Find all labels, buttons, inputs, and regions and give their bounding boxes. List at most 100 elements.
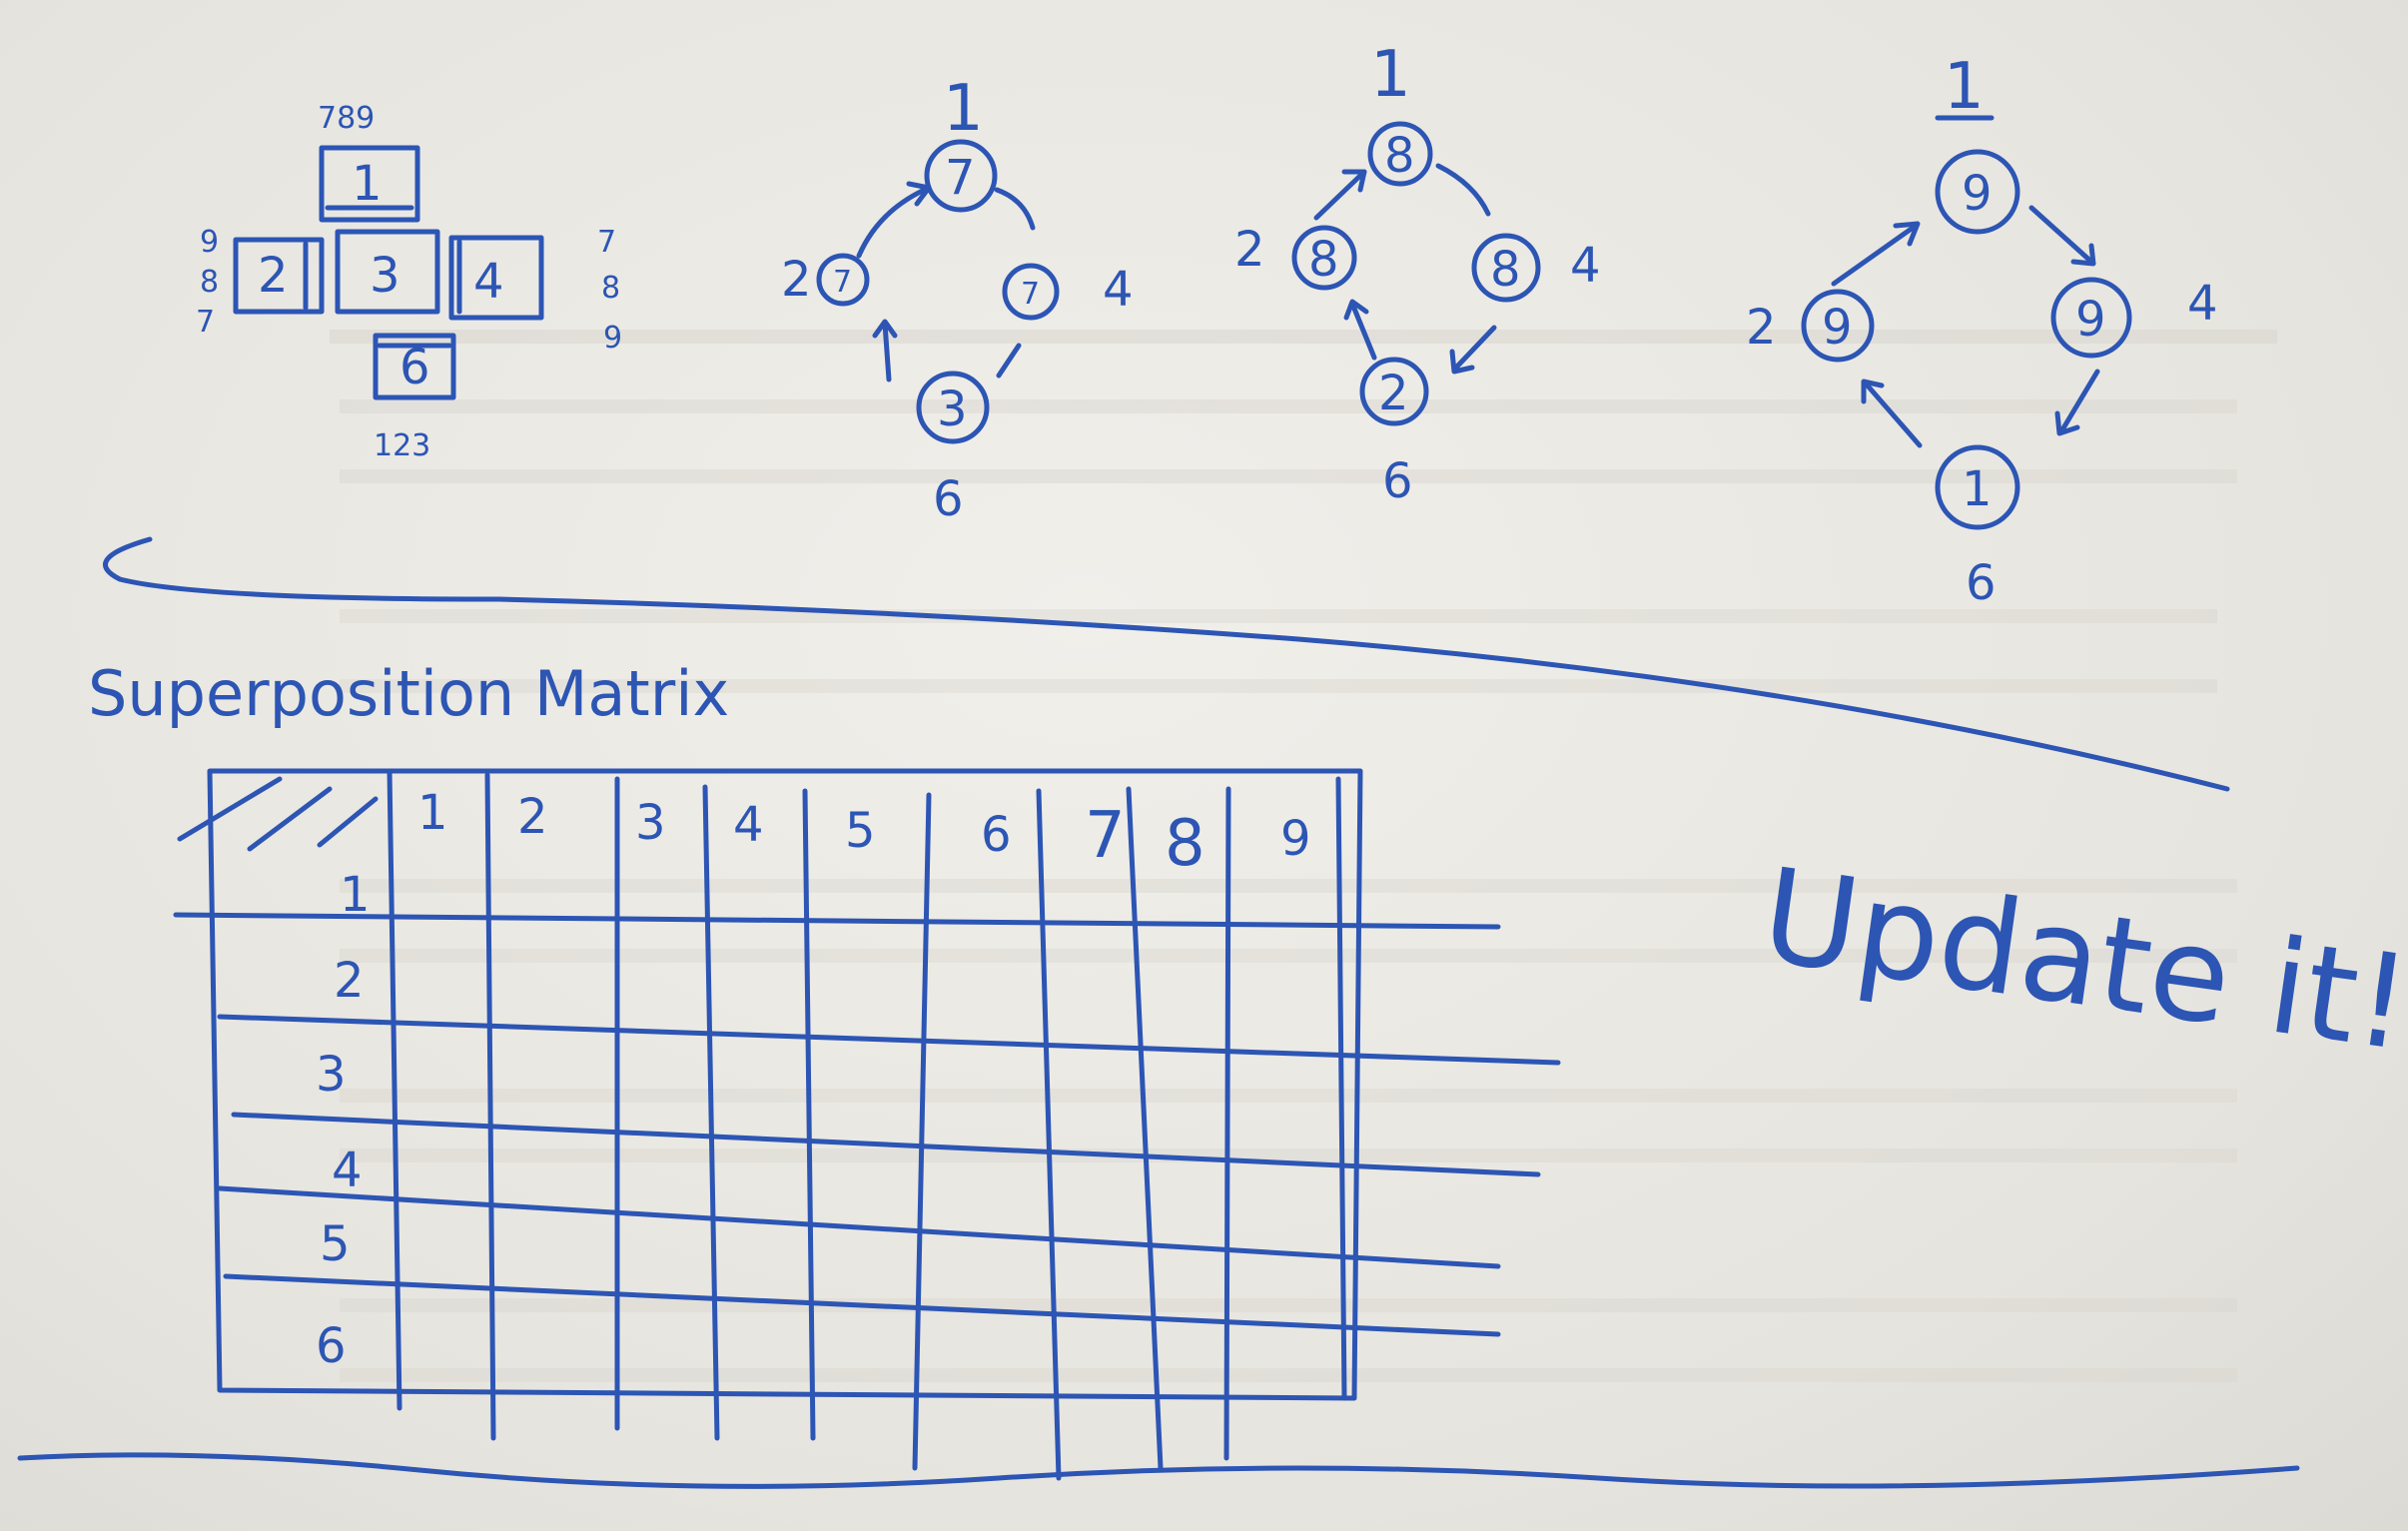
tree-2-arrowhead-down [1449,349,1475,375]
matrix-column-header: 2 [517,789,548,845]
tree-1-right-label: 4 [1103,262,1134,318]
matrix-column-header: 7 [1085,799,1126,873]
tile-right-neighbor-2: 8 [601,271,620,306]
matrix-row-header: 6 [316,1318,347,1374]
tree-3-right-node [2050,277,2132,359]
tree-3-left-value: 9 [1822,300,1853,356]
matrix-title: Superposition Matrix [88,657,729,730]
tree-2-root-value: 8 [1384,128,1415,184]
matrix-column-header: 1 [417,785,448,841]
matrix-grid-line [1223,786,1231,1461]
tile-arrangement: 1 789 2 9 8 7 3 4 7 8 9 6 123 [196,101,622,463]
tree-2-root-node [1367,121,1433,187]
tree-2-right-value: 8 [1490,242,1521,298]
matrix-grid-line [1126,786,1164,1471]
tile-left-neighbor-1: 9 [200,225,219,260]
tile-left-neighbor-3: 7 [196,305,215,340]
tree-1-edge-left [856,185,932,259]
matrix-grid-line [217,1185,1501,1269]
superposition-matrix: Superposition Matrix 1 2 3 4 5 6 7 8 9 1 [88,657,1561,1481]
tree-3-child-label: 6 [1966,555,1997,611]
tree-3: 1 9 2 9 9 4 1 6 [1746,50,2218,611]
show-through-text [330,330,2277,1382]
tree-2-right-label: 4 [1570,238,1601,294]
tile-center [335,229,440,315]
matrix-grid-line [802,788,816,1441]
tree-3-edge-left [1831,223,1919,287]
tree-3-left-node [1801,289,1875,363]
tree-3-right-label: 4 [2187,276,2218,332]
tree-2-child-value: 2 [1378,366,1409,421]
tile-left-neighbor-2: 8 [200,265,219,300]
update-note: Update it! [1754,839,2408,1080]
tree-1-edge-right [994,187,1036,231]
tile-left-label: 2 [258,248,289,304]
tile-bottom-label: 6 [400,340,430,395]
matrix-grid-line [1335,776,1347,1401]
tree-3-arrowhead-right [2070,243,2096,267]
tree-1: 1 7 2 7 7 4 3 6 [781,72,1134,527]
tree-2-arrowhead-child [1343,299,1369,321]
tile-right-neighbor-3: 9 [603,321,622,356]
tree-2-root-label: 1 [1370,38,1411,112]
matrix-grid-line [702,784,720,1441]
matrix-grid-line [173,912,1501,930]
tree-1-left-value: 7 [833,265,852,300]
tile-bottom-neighbors: 123 [374,428,430,463]
matrix-row-header: 5 [320,1216,351,1272]
tree-1-root-label: 1 [943,72,984,146]
matrix-row-header: 4 [332,1143,363,1198]
matrix-column-header: 3 [635,795,666,851]
tree-3-child-value: 1 [1962,461,1993,517]
matrix-frame [207,768,1363,1401]
matrix-grid-line [1036,788,1062,1481]
tree-1-root-value: 7 [945,150,976,206]
tree-2-left-value: 8 [1308,232,1339,288]
tree-1-child-node [916,371,990,444]
matrix-column-header: 5 [845,803,876,859]
matrix-grid-line [223,1273,1501,1337]
tree-3-arrowhead-down [2054,410,2080,436]
tree-1-right-value: 7 [1021,277,1040,312]
tree-3-arrowhead-left [1893,221,1921,247]
tile-right [448,235,544,321]
update-note-text: Update it! [1754,839,2408,1080]
matrix-column-header: 6 [981,807,1012,863]
tile-center-label: 3 [370,248,401,304]
tree-3-child-node [1935,444,2020,530]
tree-2-child-node [1359,357,1429,426]
tree-1-child-label: 6 [933,471,964,527]
matrix-grid-line [217,1014,1561,1066]
tree-3-arrowhead-child [1861,379,1885,404]
tree-1-root-node [924,139,998,213]
matrix-grid-line [231,1112,1541,1177]
tree-3-right-value: 9 [2075,292,2106,348]
tree-2-child-label: 6 [1382,453,1413,509]
matrix-grid-line [484,772,496,1441]
tree-3-left-label: 2 [1746,300,1777,356]
tile-top-label: 1 [352,156,383,212]
tree-2-left-node [1291,225,1357,291]
section-divider-line [103,536,2230,792]
tree-1-right-node [1002,263,1060,321]
tree-2-edge-child [1349,301,1377,361]
tile-bottom [373,333,456,400]
matrix-column-header: 4 [733,797,764,853]
tree-1-arrowhead-left [906,181,932,207]
tree-3-root-label: 1 [1944,50,1985,124]
matrix-row-header: 1 [340,867,371,923]
tree-1-arrowhead-child [872,319,898,339]
matrix-column-header: 8 [1165,807,1205,881]
tree-3-root-node [1935,149,2020,235]
tree-3-root-value: 9 [1962,166,1993,222]
tile-left [233,237,325,315]
tree-3-edge-child [1863,381,1923,448]
tree-1-edge-down [996,343,1022,379]
tree-1-edge-child [882,321,892,383]
tree-3-edge-right [2028,205,2094,265]
matrix-corner-hatch [177,776,379,852]
tree-2: 1 8 2 8 8 4 2 6 [1234,38,1601,509]
tree-2-edge-right [1435,163,1491,217]
